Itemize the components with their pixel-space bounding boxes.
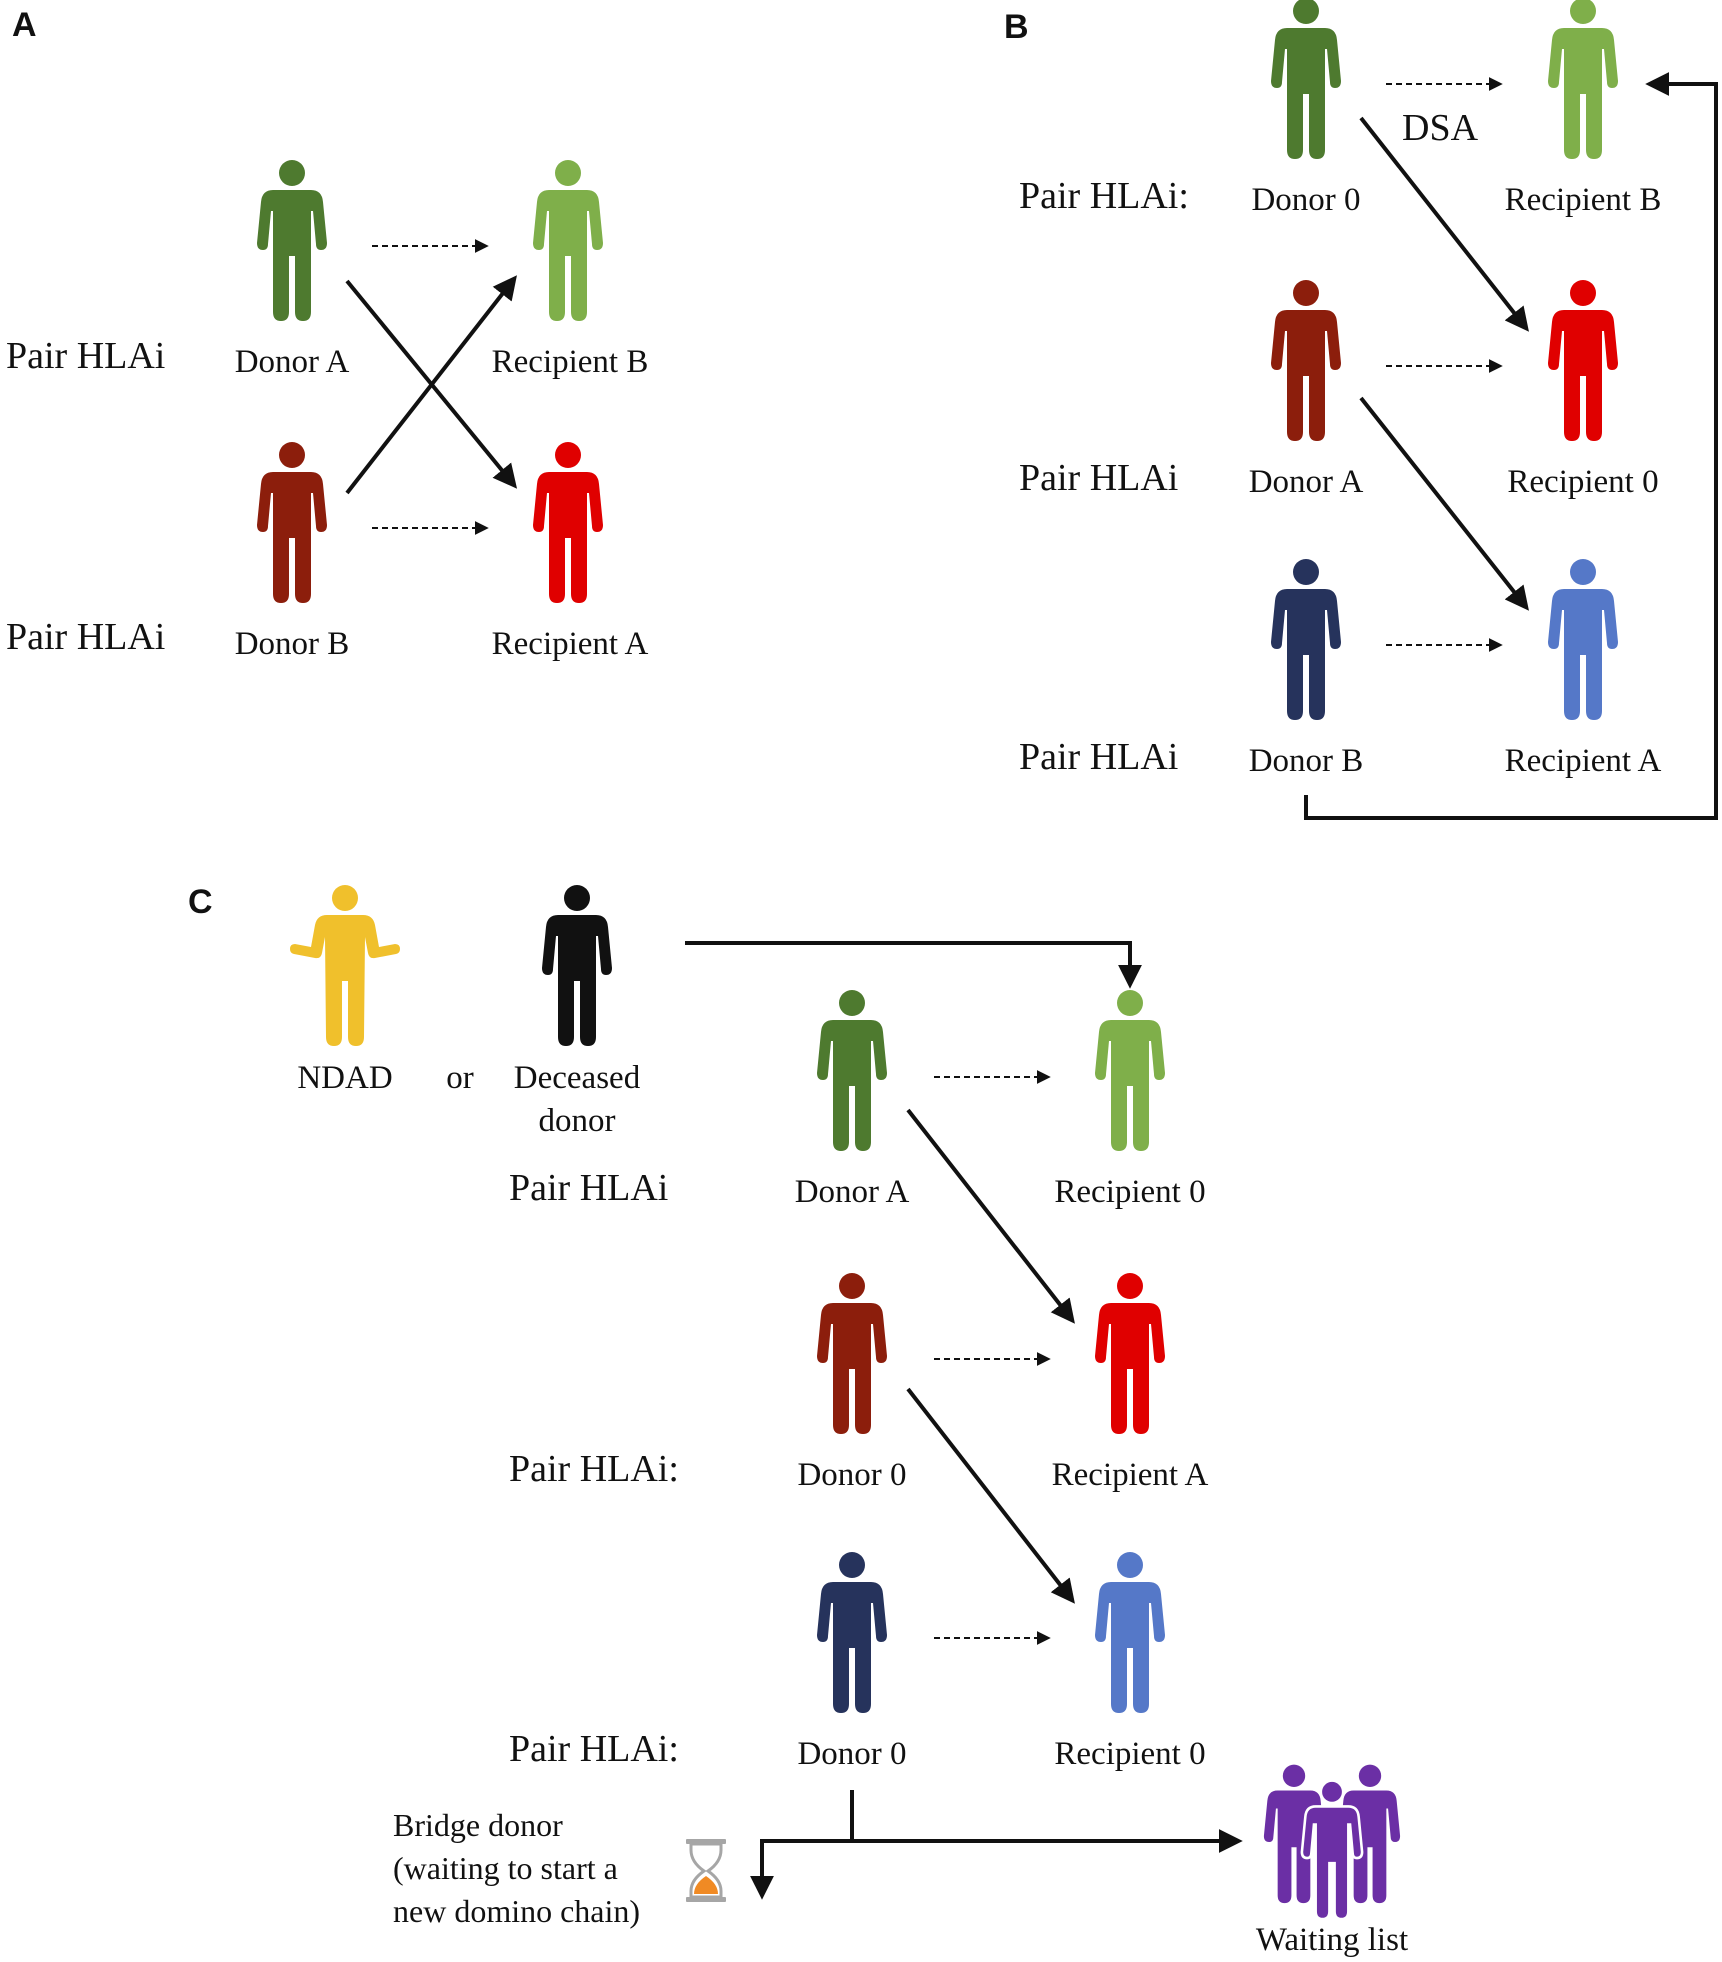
deceased-label-line1: Deceased <box>514 1060 641 1096</box>
donor-0-to-recipient-0-arrow <box>1359 116 1529 332</box>
recipient-a-figure-icon <box>1548 559 1618 720</box>
panel-c-letter: C <box>188 883 213 921</box>
donor-a-label: Donor A <box>795 1174 910 1210</box>
recipient-b-label: Recipient B <box>1505 182 1662 218</box>
donor-a-figure-icon <box>257 160 327 321</box>
panel-a-letter: A <box>12 6 37 44</box>
donor-0-label: Donor 0 <box>797 1457 906 1493</box>
recipient-0-label: Recipient 0 <box>1507 464 1658 500</box>
donor-b-to-recipient-b-arrow <box>345 275 517 495</box>
panel-b: B DSA Pair HLAi: Pair HLAi Pair HLAi Don… <box>1004 0 1718 820</box>
waiting-list-label: Waiting list <box>1256 1922 1408 1958</box>
donor-0-figure-icon <box>1271 0 1341 159</box>
pair-b3-label: Pair HLAi <box>1019 736 1178 778</box>
recipient-a-figure-icon <box>1095 1273 1165 1434</box>
donor-a-figure-icon <box>1271 280 1341 441</box>
donor-0-figure-icon <box>817 1273 887 1434</box>
donor-a-figure-icon <box>817 990 887 1151</box>
recipient-0-label: Recipient 0 <box>1054 1174 1205 1210</box>
pair-b2-label: Pair HLAi <box>1019 457 1178 499</box>
donor-a-label: Donor A <box>1249 464 1364 500</box>
recipient-a-label: Recipient A <box>1505 743 1662 779</box>
or-label: or <box>446 1060 474 1096</box>
panel-c: C NDAD or Deceased donor Pair HLAi Pair … <box>188 883 1408 1958</box>
recipient-b-label: Recipient B <box>492 344 649 380</box>
donor-0-to-recipient-0-arrow <box>906 1387 1075 1604</box>
to-bridge-donor-arrow <box>750 1839 852 1900</box>
recipient-0-figure-icon <box>1095 990 1165 1151</box>
pair-a1-label: Pair HLAi <box>6 335 165 377</box>
recipient-0-bottom-label: Recipient 0 <box>1054 1736 1205 1772</box>
donor-b-figure-icon <box>1271 559 1341 720</box>
panel-a: A Pair HLAi Pair HLAi Donor A Recipient … <box>6 6 649 662</box>
ndad-label: NDAD <box>297 1060 392 1096</box>
donor-a-to-recipient-a-arrow <box>1359 396 1529 611</box>
pair-a2-label: Pair HLAi <box>6 616 165 658</box>
recipient-a-label: Recipient A <box>1052 1457 1209 1493</box>
pair-b1-label: Pair HLAi: <box>1019 175 1189 217</box>
waiting-list-group-icon <box>1263 1764 1401 1921</box>
bridge-donor-line3: new domino chain) <box>393 1893 640 1929</box>
recipient-b-figure-icon <box>1548 0 1618 159</box>
donor-b-to-recipient-b-loop-arrow <box>1304 72 1718 820</box>
donor-0-bottom-label: Donor 0 <box>797 1736 906 1772</box>
panel-b-letter: B <box>1004 8 1029 46</box>
pair-c1-label: Pair HLAi <box>509 1167 668 1209</box>
recipient-0-figure-icon <box>1548 280 1618 441</box>
bridge-donor-line1: Bridge donor <box>393 1807 563 1843</box>
recipient-0-bottom-figure-icon <box>1095 1552 1165 1713</box>
ndad-figure-icon <box>290 885 400 1046</box>
donor-0-label: Donor 0 <box>1251 182 1360 218</box>
pair-c2-label: Pair HLAi: <box>509 1448 679 1490</box>
deceased-label-line2: donor <box>539 1103 616 1139</box>
donor-a-to-recipient-a-arrow <box>906 1108 1075 1324</box>
donor-b-label: Donor B <box>1249 743 1364 779</box>
deceased-donor-figure-icon <box>542 885 612 1046</box>
recipient-a-figure-icon <box>533 442 603 603</box>
donor-a-label: Donor A <box>235 344 350 380</box>
recipient-b-figure-icon <box>533 160 603 321</box>
dsa-label: DSA <box>1402 107 1479 149</box>
recipient-a-label: Recipient A <box>492 626 649 662</box>
donor-b-figure-icon <box>257 442 327 603</box>
hourglass-icon <box>686 1839 726 1902</box>
bridge-donor-line2: (waiting to start a <box>393 1850 618 1886</box>
donor-b-label: Donor B <box>235 626 350 662</box>
nondirected-donor-to-recipient-0-arrow <box>685 941 1142 989</box>
donor-0-bottom-figure-icon <box>817 1552 887 1713</box>
pair-c3-label: Pair HLAi: <box>509 1728 679 1770</box>
